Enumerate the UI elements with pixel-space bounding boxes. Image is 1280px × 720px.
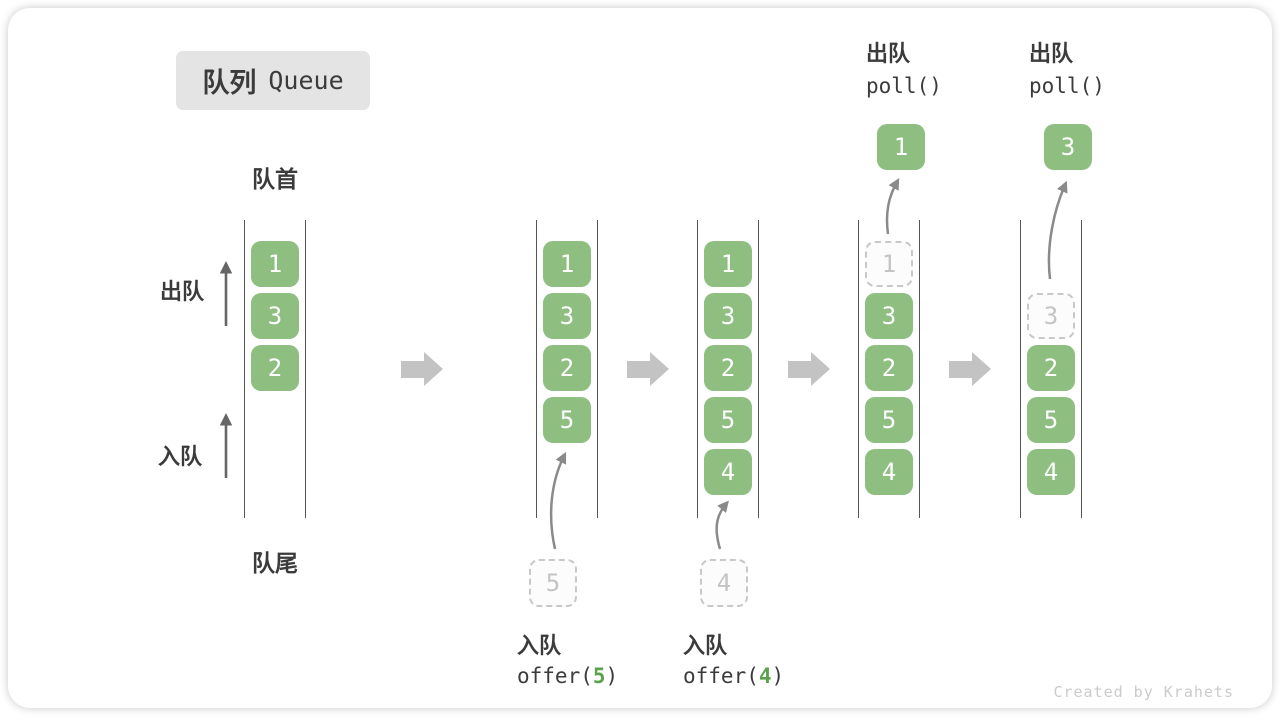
dequeue-op-code: poll() <box>1029 74 1105 98</box>
queue-item-box: 5 <box>1027 397 1075 443</box>
dequeue-op-code: poll() <box>866 74 942 98</box>
queue-item-box: 2 <box>865 345 913 391</box>
queue-item-box: 1 <box>543 241 591 287</box>
watermark: Created by Krahets <box>1053 683 1234 701</box>
queue-item-box: 3 <box>251 293 299 339</box>
queue-item-box: 2 <box>543 345 591 391</box>
queue-item-box: 1 <box>704 241 752 287</box>
queue-item-box: 4 <box>704 449 752 495</box>
arrows-overlay <box>219 178 1068 550</box>
incoming-item-dashed-box: 4 <box>700 559 748 607</box>
queue-item-box: 1 <box>251 241 299 287</box>
queue-column-5 <box>1020 220 1082 518</box>
step-arrow-icon <box>401 352 443 386</box>
code-arg: 5 <box>592 664 606 688</box>
queue-item-box: 2 <box>251 345 299 391</box>
enqueue-op-label: 入队 <box>517 633 562 658</box>
code-fn: offer( <box>683 664 759 688</box>
code-fn: offer( <box>517 664 593 688</box>
incoming-item-dashed-box: 5 <box>529 559 577 607</box>
queue-column-2 <box>536 220 598 518</box>
popped-item-box: 1 <box>877 124 925 170</box>
title-badge: 队列 Queue <box>176 51 370 110</box>
enqueue-op-label: 入队 <box>683 633 728 658</box>
dequeue-op-label: 出队 <box>1029 41 1074 66</box>
queue-item-box: 2 <box>1027 345 1075 391</box>
enqueue-op-code: offer(5) <box>517 664 618 688</box>
queue-rear-label: 队尾 <box>252 550 298 576</box>
dequeue-direction-label: 出队 <box>160 279 205 304</box>
step-arrow-icon <box>627 352 669 386</box>
queue-front-label: 队首 <box>252 166 298 192</box>
queue-item-box: 5 <box>865 397 913 443</box>
enqueue-direction-label: 入队 <box>158 444 203 469</box>
queue-item-box: 3 <box>704 293 752 339</box>
code-close: ) <box>605 664 619 688</box>
popped-item-box: 3 <box>1044 124 1092 170</box>
queue-column-4 <box>858 220 920 518</box>
title-zh: 队列 <box>202 68 257 98</box>
queue-column-3 <box>697 220 759 518</box>
title-en: Queue <box>268 66 344 95</box>
queue-column-1 <box>244 220 306 518</box>
dequeue-op-label: 出队 <box>866 41 911 66</box>
queue-item-box: 5 <box>704 397 752 443</box>
removed-item-dashed-box: 1 <box>865 241 913 287</box>
code-close: ) <box>771 664 785 688</box>
step-arrow-icon <box>949 352 991 386</box>
queue-item-box: 2 <box>704 345 752 391</box>
queue-item-box: 3 <box>865 293 913 339</box>
enqueue-op-code: offer(4) <box>683 664 784 688</box>
removed-item-dashed-box: 3 <box>1027 293 1075 339</box>
step-arrow-icon <box>788 352 830 386</box>
queue-item-box: 5 <box>543 397 591 443</box>
queue-item-box: 4 <box>1027 449 1075 495</box>
diagram-card: 队列 Queue 队首 队尾 出队 入队 1 3 2 1 3 2 5 5 1 3… <box>8 8 1272 708</box>
code-arg: 4 <box>758 664 772 688</box>
queue-item-box: 3 <box>543 293 591 339</box>
queue-item-box: 4 <box>865 449 913 495</box>
